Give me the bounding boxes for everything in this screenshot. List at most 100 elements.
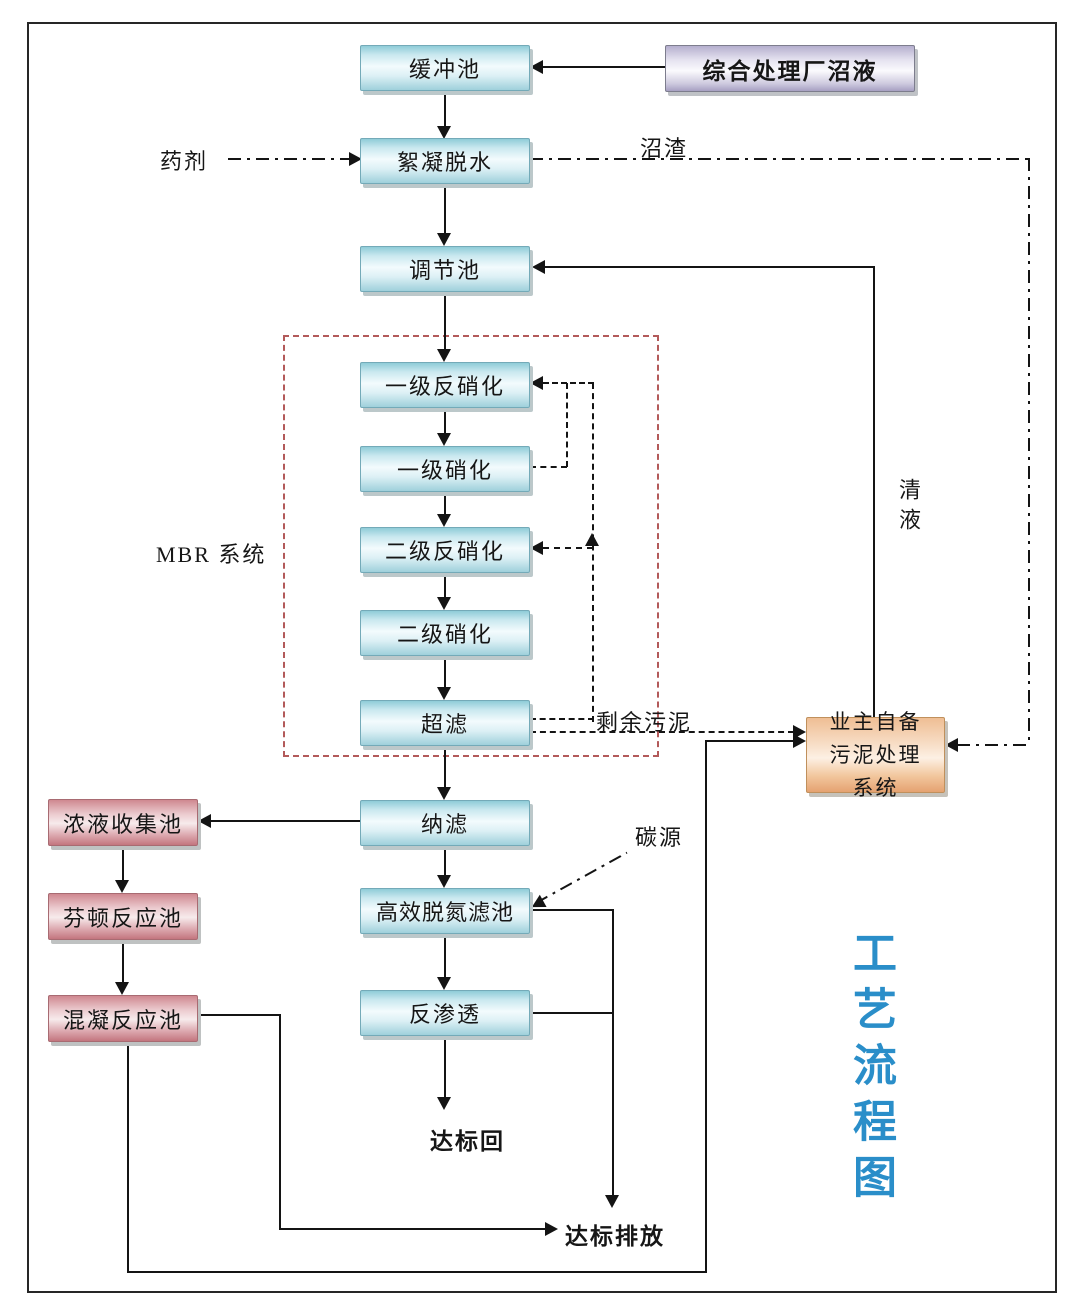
label-clear-liquid: 清液	[896, 478, 921, 538]
arrowhead-into-nit2	[437, 597, 451, 610]
dashdot-chemicals	[228, 158, 350, 160]
node-owner-sludge-system: 业主自备污泥处理系统	[806, 710, 945, 800]
node-coagulation-tank: 混凝反应池	[48, 995, 198, 1042]
line-denitrogen-filter-to-ro	[444, 934, 446, 978]
arrowhead-into-denit1	[437, 349, 451, 362]
arrowhead-into-ultrafiltration	[437, 687, 451, 700]
node-nitrification-2-label: 二级硝化	[396, 622, 493, 647]
arrowhead-into-denit2	[437, 514, 451, 527]
dashed-uf-recycle-out	[530, 718, 594, 720]
label-excess-sludge: 剩余污泥	[596, 710, 693, 735]
arrowhead-into-concentrate-tank	[198, 814, 211, 828]
line-ro-to-standard-reuse	[444, 1036, 446, 1098]
node-nitrification-2: 二级硝化	[360, 610, 530, 656]
line-regulating-to-denit1	[444, 292, 446, 350]
line-return-up	[705, 740, 707, 1273]
node-reverse-osmosis-label: 反渗透	[408, 1002, 481, 1027]
arrowhead-into-fenton	[115, 880, 129, 893]
node-nanofiltration: 纳滤	[360, 800, 530, 846]
node-denitrification-1: 一级反硝化	[360, 362, 530, 408]
arrowhead-into-denitrogen-filter	[437, 875, 451, 888]
node-denitrogen-filter-label: 高效脱氮滤池	[375, 900, 514, 925]
label-chemicals: 药剂	[160, 149, 209, 174]
dashdot-residue-vertical	[1028, 158, 1030, 745]
node-nitrification-1: 一级硝化	[360, 446, 530, 492]
node-flocculation-label: 絮凝脱水	[396, 150, 493, 175]
node-regulating-label: 调节池	[408, 258, 481, 283]
line-clear-liquid-horizontal	[545, 266, 875, 268]
label-biogas-residue: 沼渣	[640, 136, 689, 161]
arrowhead-chemicals-into-flocculation	[349, 152, 362, 166]
diagram-title: 工艺流程图	[846, 930, 895, 1210]
line-coagulation-discharge-down	[279, 1014, 281, 1230]
node-fenton-tank-label: 芬顿反应池	[62, 905, 183, 931]
line-coagulation-down	[127, 1042, 129, 1273]
node-source-label: 综合处理厂沼液	[702, 58, 878, 84]
line-fenton-to-coagulation	[122, 940, 124, 983]
arrowhead-into-ro	[437, 977, 451, 990]
node-buffer-tank: 缓冲池	[360, 45, 530, 91]
line-flocculation-to-regulating	[444, 184, 446, 234]
line-source-to-buffer	[543, 66, 665, 68]
node-denitrification-2-label: 二级反硝化	[384, 539, 505, 564]
dashed-into-denit1	[543, 382, 594, 384]
line-nit1-to-denit2	[444, 492, 446, 515]
line-denit1-to-nit1	[444, 408, 446, 434]
node-source: 综合处理厂沼液	[665, 45, 915, 92]
line-coagulation-right	[198, 1014, 281, 1016]
arrowhead-excess-sludge-into-owner	[793, 725, 806, 739]
arrowhead-standard-reuse	[437, 1097, 451, 1110]
node-nanofiltration-label: 纳滤	[420, 812, 469, 837]
line-nf-to-denitrogen-filter	[444, 847, 446, 876]
line-denitrogen-filter-right	[530, 909, 614, 911]
node-buffer-label: 缓冲池	[408, 57, 481, 82]
dashed-outer-recycle-vertical	[592, 383, 594, 722]
node-reverse-osmosis: 反渗透	[360, 990, 530, 1036]
node-concentrate-tank-label: 浓液收集池	[62, 811, 183, 837]
node-denitrogen-filter: 高效脱氮滤池	[360, 888, 530, 934]
arrowhead-into-nanofiltration	[437, 787, 451, 800]
dashed-nit1-out	[530, 466, 567, 468]
line-denit2-to-nit2	[444, 573, 446, 598]
arrowhead-recycle-into-denit2	[530, 541, 543, 555]
node-ultrafiltration: 超滤	[360, 700, 530, 746]
arrowhead-recycle-up	[585, 533, 599, 546]
mbr-system-boundary	[283, 335, 659, 757]
arrowhead-clear-liquid-into-regulating	[532, 260, 545, 274]
dashdot-residue-horizontal	[530, 158, 1029, 160]
arrowhead-into-standard-discharge	[545, 1222, 558, 1236]
line-concentrate-to-fenton	[122, 846, 124, 881]
line-into-owner-sludge	[705, 740, 794, 742]
node-concentrate-tank: 浓液收集池	[48, 799, 198, 846]
arrowhead-into-flocculation	[437, 126, 451, 139]
node-ultrafiltration-label: 超滤	[420, 712, 469, 737]
node-regulating-tank: 调节池	[360, 246, 530, 292]
arrowhead-into-buffer	[530, 60, 543, 74]
line-nit2-to-ultrafiltration	[444, 656, 446, 688]
line-to-standard-discharge	[279, 1228, 545, 1230]
dashed-inner-recycle-vertical	[566, 383, 568, 467]
arrowhead-discharge-down	[605, 1195, 619, 1208]
arrowhead-into-coagulation	[115, 982, 129, 995]
line-bottom-return	[127, 1271, 707, 1273]
node-coagulation-tank-label: 混凝反应池	[62, 1007, 183, 1033]
line-buffer-to-flocculation	[444, 91, 446, 127]
line-clear-liquid-vertical	[873, 266, 875, 717]
dashdot-residue-into-owner	[957, 744, 1028, 746]
node-fenton-tank: 芬顿反应池	[48, 893, 198, 940]
outer-frame	[27, 22, 1057, 1293]
label-standard-discharge: 达标排放	[565, 1224, 665, 1249]
node-denitrification-2: 二级反硝化	[360, 527, 530, 573]
node-nitrification-1-label: 一级硝化	[396, 458, 493, 483]
line-discharge-vertical	[612, 909, 614, 1196]
arrowhead-into-regulating	[437, 233, 451, 246]
label-carbon-source: 碳源	[635, 825, 684, 850]
line-uf-to-nanofiltration	[444, 746, 446, 788]
line-ro-right	[530, 1012, 614, 1014]
node-denitrification-1-label: 一级反硝化	[384, 374, 505, 399]
label-mbr-system: MBR 系统	[156, 542, 267, 567]
node-flocculation-dewatering: 絮凝脱水	[360, 138, 530, 184]
label-standard-reuse: 达标回	[430, 1129, 505, 1154]
node-owner-sludge-label: 业主自备污泥处理系统	[829, 709, 922, 800]
